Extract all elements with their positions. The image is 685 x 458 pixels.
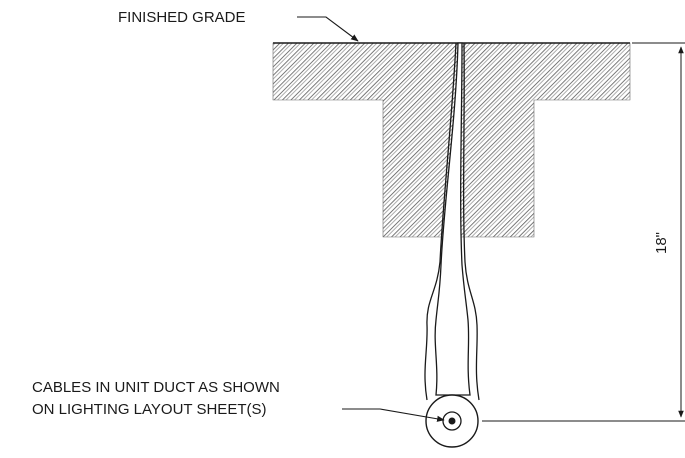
finished-grade-leader (297, 16, 359, 42)
cable-label-line-2: ON LIGHTING LAYOUT SHEET(S) (32, 401, 266, 418)
depth-label: 18" (653, 232, 670, 254)
cable-leader (342, 408, 445, 422)
cable-label-line-1: CABLES IN UNIT DUCT AS SHOWN (32, 379, 280, 396)
trench-wall-left (424, 42, 457, 401)
finished-grade-label: FINISHED GRADE (118, 9, 246, 26)
trench-cut (434, 42, 471, 396)
cable-dot (448, 417, 456, 425)
trench-wall-right (462, 42, 480, 401)
